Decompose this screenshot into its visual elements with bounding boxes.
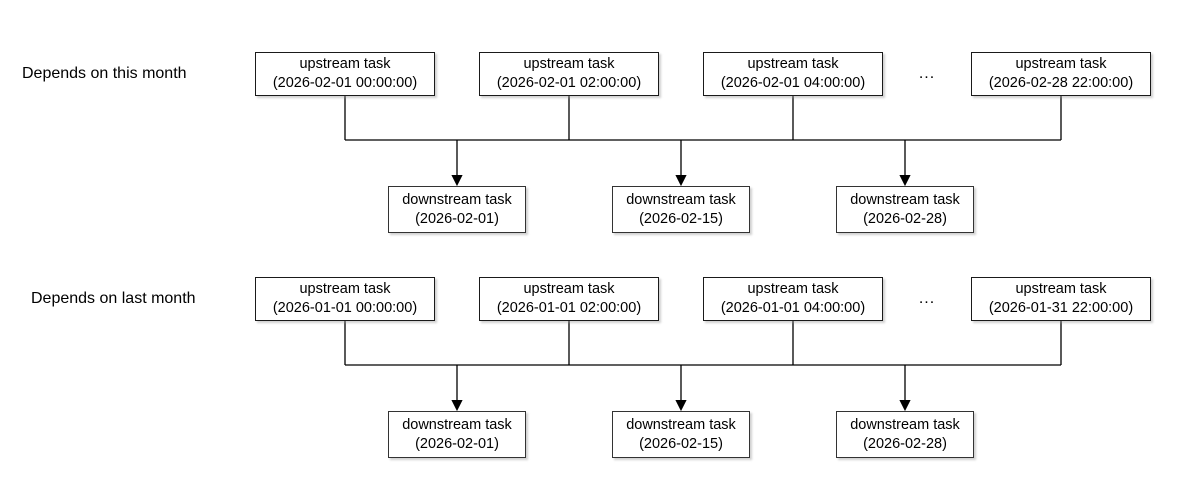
upstream-task-box: upstream task (2026-01-01 04:00:00) bbox=[703, 277, 883, 321]
section-label: Depends on last month bbox=[31, 290, 196, 307]
task-name: downstream task bbox=[402, 191, 512, 208]
section-label: Depends on this month bbox=[22, 65, 187, 82]
upstream-task-box: upstream task (2026-02-01 00:00:00) bbox=[255, 52, 435, 96]
upstream-task-box: upstream task (2026-01-01 02:00:00) bbox=[479, 277, 659, 321]
arrowhead-icon bbox=[451, 400, 463, 412]
downstream-task-box: downstream task (2026-02-15) bbox=[612, 186, 750, 233]
arrowhead-icon bbox=[675, 400, 687, 412]
task-name: upstream task bbox=[299, 56, 391, 72]
task-run-date: (2026-02-28) bbox=[863, 435, 947, 452]
task-name: downstream task bbox=[626, 191, 736, 208]
task-run-date: (2026-02-01) bbox=[415, 435, 499, 452]
task-run-timestamp: (2026-01-31 22:00:00) bbox=[988, 300, 1134, 316]
task-name: upstream task bbox=[299, 281, 391, 297]
task-run-timestamp: (2026-02-01 02:00:00) bbox=[496, 75, 642, 91]
task-run-date: (2026-02-15) bbox=[639, 210, 723, 227]
task-name: upstream task bbox=[1015, 56, 1107, 72]
arrowhead-icon bbox=[675, 175, 687, 187]
task-run-timestamp: (2026-02-28 22:00:00) bbox=[988, 75, 1134, 91]
task-run-timestamp: (2026-02-01 00:00:00) bbox=[272, 75, 418, 91]
downstream-task-box: downstream task (2026-02-15) bbox=[612, 411, 750, 458]
task-name: upstream task bbox=[523, 281, 615, 297]
section-depends-on-last-month: Depends on last month upstream task (202… bbox=[0, 225, 1180, 475]
upstream-task-box: upstream task (2026-02-01 04:00:00) bbox=[703, 52, 883, 96]
downstream-task-box: downstream task (2026-02-01) bbox=[388, 411, 526, 458]
task-run-date: (2026-02-28) bbox=[863, 210, 947, 227]
downstream-task-box: downstream task (2026-02-01) bbox=[388, 186, 526, 233]
arrowhead-icon bbox=[899, 175, 911, 187]
upstream-task-box: upstream task (2026-02-01 02:00:00) bbox=[479, 52, 659, 96]
ellipsis: ... bbox=[918, 65, 936, 82]
arrowhead-icon bbox=[899, 400, 911, 412]
task-name: upstream task bbox=[747, 281, 839, 297]
task-name: downstream task bbox=[626, 416, 736, 433]
upstream-task-box: upstream task (2026-02-28 22:00:00) bbox=[971, 52, 1151, 96]
task-name: upstream task bbox=[1015, 281, 1107, 297]
task-name: upstream task bbox=[523, 56, 615, 72]
task-run-timestamp: (2026-01-01 04:00:00) bbox=[720, 300, 866, 316]
task-name: downstream task bbox=[850, 416, 960, 433]
task-run-timestamp: (2026-01-01 00:00:00) bbox=[272, 300, 418, 316]
upstream-task-box: upstream task (2026-01-01 00:00:00) bbox=[255, 277, 435, 321]
upstream-task-box: upstream task (2026-01-31 22:00:00) bbox=[971, 277, 1151, 321]
section-depends-on-this-month: Depends on this month upstream task (202… bbox=[0, 0, 1180, 250]
arrowhead-icon bbox=[451, 175, 463, 187]
task-run-date: (2026-02-15) bbox=[639, 435, 723, 452]
ellipsis: ... bbox=[918, 290, 936, 307]
connector-lines bbox=[344, 321, 1062, 412]
task-name: upstream task bbox=[747, 56, 839, 72]
task-run-timestamp: (2026-01-01 02:00:00) bbox=[496, 300, 642, 316]
connector-lines bbox=[344, 96, 1062, 187]
task-run-date: (2026-02-01) bbox=[415, 210, 499, 227]
downstream-task-box: downstream task (2026-02-28) bbox=[836, 186, 974, 233]
task-name: downstream task bbox=[402, 416, 512, 433]
task-name: downstream task bbox=[850, 191, 960, 208]
task-run-timestamp: (2026-02-01 04:00:00) bbox=[720, 75, 866, 91]
downstream-task-box: downstream task (2026-02-28) bbox=[836, 411, 974, 458]
